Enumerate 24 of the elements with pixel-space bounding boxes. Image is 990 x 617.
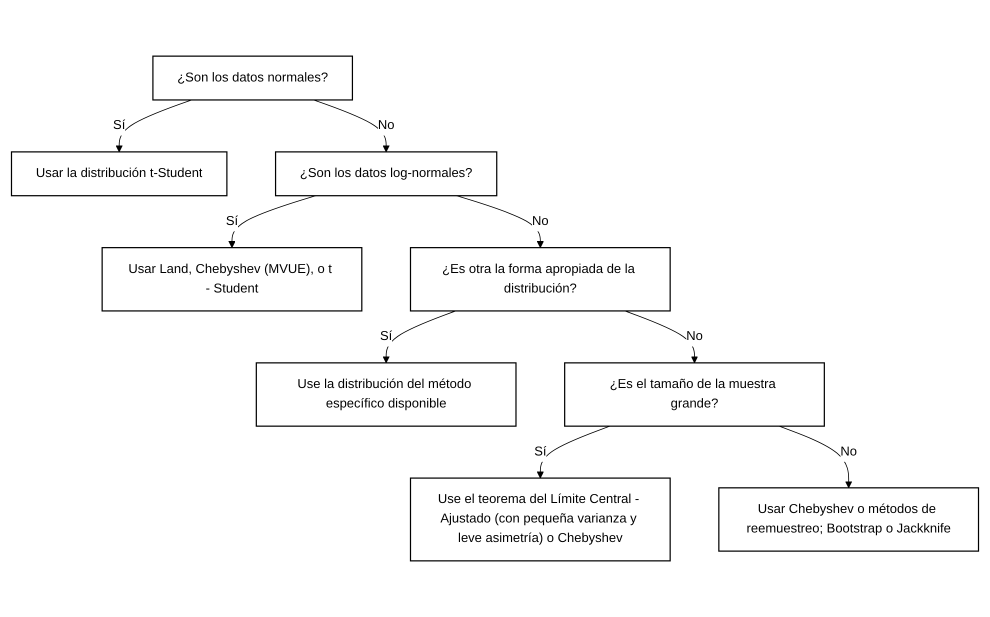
edge-label: Sí	[113, 118, 126, 132]
node-box: ¿Es el tamaño de la muestra grande?	[564, 362, 825, 427]
arrow	[116, 100, 192, 152]
node-box: ¿Son los datos log-normales?	[274, 151, 498, 196]
node-box: Usar la distribución t-Student	[10, 151, 228, 196]
node-box: ¿Es otra la forma apropiada de la distribución?	[410, 247, 671, 312]
edge-label: No	[532, 214, 549, 228]
arrow	[624, 310, 698, 364]
node-box: ¿Son los datos normales?	[152, 56, 354, 101]
arrow	[536, 426, 610, 478]
arrow	[313, 100, 390, 152]
node-box: Use el teorema del Límite Central - Ajustado (con pequeña varianza y leve asimetría) o Chebyshev	[410, 477, 671, 562]
node-box: Usar Chebyshev o métodos de reemuestreo; Bootstrap o Jackknife	[718, 487, 980, 552]
edge-label: No	[378, 118, 394, 132]
arrow	[778, 426, 852, 488]
node-box: Use la distribución del método específico disponible	[256, 362, 517, 427]
edge-label: No	[686, 330, 703, 344]
edge-label: Sí	[226, 214, 238, 228]
arrow	[228, 195, 316, 248]
arrow	[382, 310, 456, 364]
edge-label: Sí	[534, 444, 546, 459]
node-box: Usar Land, Chebyshev (MVUE), o t - Student	[102, 247, 362, 312]
edge-label: No	[840, 444, 857, 459]
edge-label: Sí	[380, 330, 392, 344]
